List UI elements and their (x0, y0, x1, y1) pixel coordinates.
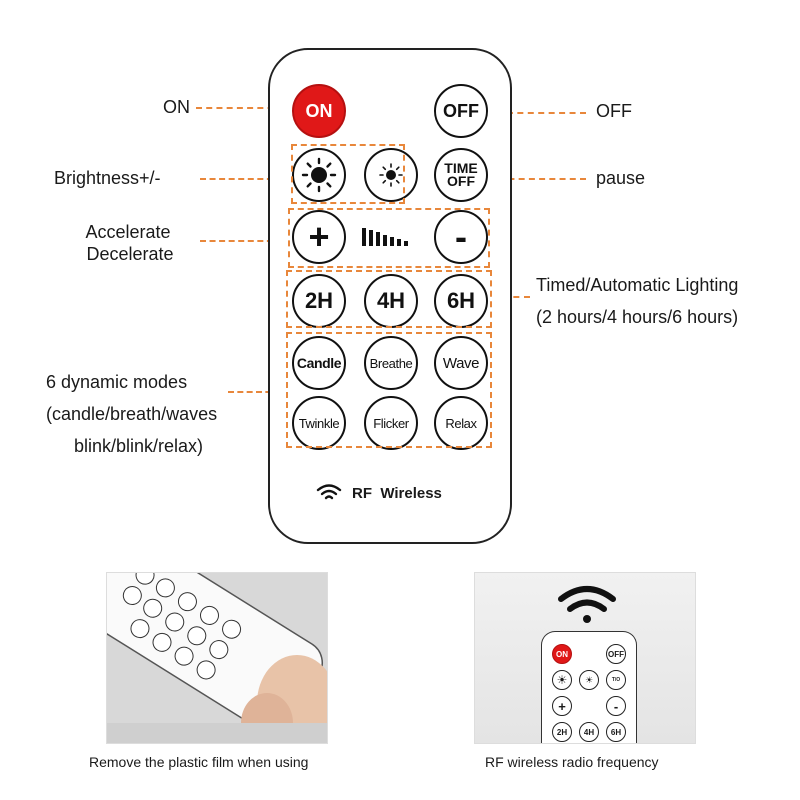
time-off-button[interactable]: TIME OFF (434, 148, 488, 202)
label-brightness: Brightness+/- (54, 168, 161, 188)
wifi-icon (316, 484, 342, 500)
photo-remove-film (106, 572, 328, 744)
brightness-down-button[interactable] (364, 148, 418, 202)
photo-rf-wireless: ON OFF ☀ ☀ T/O + - 2H 4H 6H (474, 572, 696, 744)
label-on: ON (163, 97, 190, 117)
timer-6h-button[interactable]: 6H (434, 274, 488, 328)
off-button[interactable]: OFF (434, 84, 488, 138)
speed-group-box (288, 208, 490, 268)
decelerate-button[interactable]: - (434, 210, 488, 264)
leader-brightness (200, 178, 292, 180)
mode-breathe-button[interactable]: Breathe (364, 336, 418, 390)
brightness-up-button[interactable] (292, 148, 346, 202)
mini-on-button: ON (552, 644, 572, 664)
accelerate-button[interactable]: + (292, 210, 346, 264)
speed-bars-icon (362, 228, 408, 246)
leader-speed (200, 240, 292, 242)
label-timed-2: (2 hours/4 hours/6 hours) (536, 307, 739, 327)
time-off-line1: TIME (444, 160, 478, 176)
timer-4h-button[interactable]: 4H (364, 274, 418, 328)
on-button[interactable]: ON (292, 84, 346, 138)
label-timed-1: Timed/Automatic Lighting (536, 275, 739, 295)
mode-relax-button[interactable]: Relax (434, 396, 488, 450)
caption-remove-film: Remove the plastic film when using (89, 754, 309, 770)
caption-rf-wireless: RF wireless radio frequency (485, 754, 659, 770)
label-decelerate: Decelerate (86, 244, 174, 264)
brightness-group-box (291, 144, 405, 204)
label-off: OFF (596, 101, 632, 121)
leader-modes (228, 391, 290, 393)
label-modes-1: 6 dynamic modes (46, 372, 188, 392)
mini-4h: 4H (579, 722, 599, 742)
rf-wireless-mark: RF Wireless (316, 484, 442, 502)
leader-off (486, 112, 586, 114)
wifi-large-icon (558, 586, 616, 623)
label-modes-2: (candle/breath/waves (46, 404, 218, 424)
mini-time-off: T/O (606, 670, 626, 690)
mini-bright-down: ☀ (579, 670, 599, 690)
sun-small-icon (379, 163, 403, 187)
mode-flicker-button[interactable]: Flicker (364, 396, 418, 450)
mini-bright-up: ☀ (552, 670, 572, 690)
remote-photo-illustration (107, 573, 327, 743)
leader-pause (488, 178, 586, 180)
time-off-line2: OFF (447, 173, 475, 189)
modes-group-box (286, 332, 492, 448)
remote-control: ON OFF TIME OFF + (268, 48, 512, 544)
mini-plus: + (552, 696, 572, 716)
mode-wave-button[interactable]: Wave (434, 336, 488, 390)
mini-off-button: OFF (606, 644, 626, 664)
label-pause: pause (596, 168, 646, 188)
mode-candle-button[interactable]: Candle (292, 336, 346, 390)
rf-wireless-text: RF Wireless (352, 484, 442, 502)
label-modes-3: blink/blink/relax) (74, 436, 204, 456)
mini-2h: 2H (552, 722, 572, 742)
mini-6h: 6H (606, 722, 626, 742)
mode-twinkle-button[interactable]: Twinkle (292, 396, 346, 450)
mini-remote: ON OFF ☀ ☀ T/O + - 2H 4H 6H (541, 631, 637, 743)
label-accelerate: Accelerate (85, 222, 171, 242)
sun-large-icon (301, 157, 337, 193)
leader-on (196, 107, 294, 109)
timer-group-box (286, 270, 492, 328)
mini-minus: - (606, 696, 626, 716)
